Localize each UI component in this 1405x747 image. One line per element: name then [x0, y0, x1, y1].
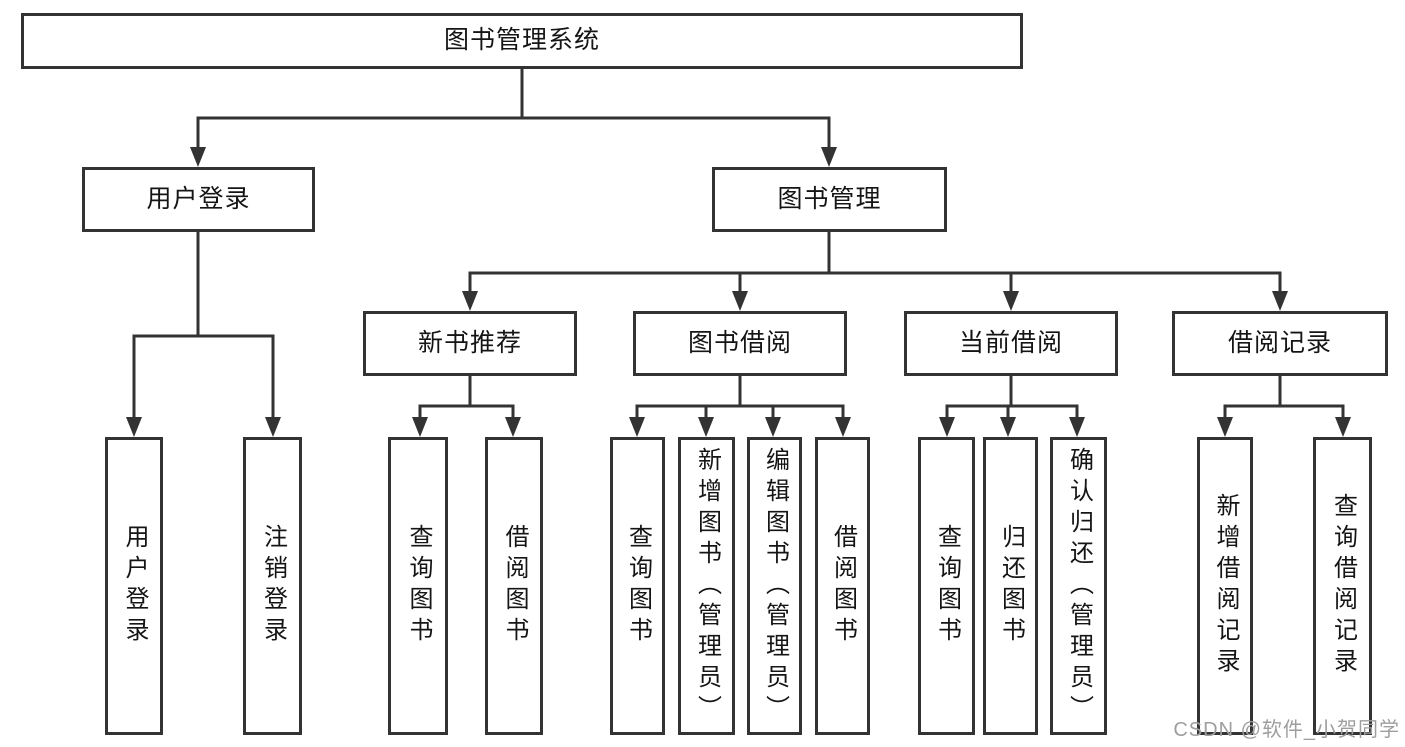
node-label: 查询图书 [624, 524, 652, 648]
leaf-logout: 注销登录 [243, 437, 302, 735]
node-new-book-recommend: 新书推荐 [363, 311, 577, 376]
node-label: 借阅记录 [1227, 328, 1332, 357]
leaf-records-add-record: 新增借阅记录 [1197, 437, 1253, 735]
node-label: 查询图书 [405, 524, 432, 648]
node-label: 新书推荐 [417, 328, 522, 357]
leaf-current-query-book: 查询图书 [918, 437, 975, 735]
node-label: 查询图书 [933, 524, 961, 648]
node-label: 图书借阅 [687, 328, 792, 357]
node-label: 注销登录 [259, 524, 287, 648]
leaf-borrowing-query-book: 查询图书 [610, 437, 665, 735]
leaf-current-return-book: 归还图书 [983, 437, 1038, 735]
leaf-borrowing-add-book-admin: 新增图书（管理员） [678, 437, 735, 735]
leaf-user-login: 用户登录 [105, 437, 163, 735]
node-label: 确认归还（管理员） [1065, 446, 1093, 726]
leaf-recommend-query-book: 查询图书 [388, 437, 448, 735]
node-label: 新增图书（管理员） [693, 446, 721, 726]
node-label: 编辑图书（管理员） [761, 446, 789, 726]
node-label: 查询借阅记录 [1329, 493, 1357, 679]
node-label: 借阅图书 [829, 524, 857, 648]
node-label: 当前借阅 [958, 328, 1063, 357]
node-label: 借阅图书 [501, 524, 528, 648]
node-label: 图书管理 [777, 184, 882, 213]
leaf-borrowing-borrow-book: 借阅图书 [815, 437, 870, 735]
node-borrowing-records: 借阅记录 [1172, 311, 1388, 376]
node-user-login: 用户登录 [82, 167, 315, 232]
arrowheads [126, 147, 1351, 437]
leaf-current-confirm-return-admin: 确认归还（管理员） [1050, 437, 1107, 735]
leaf-recommend-borrow-book: 借阅图书 [485, 437, 543, 735]
node-label: 图书管理系统 [443, 26, 600, 55]
node-label: 用户登录 [121, 524, 148, 648]
node-book-borrowing: 图书借阅 [633, 311, 847, 376]
node-label: 归还图书 [997, 524, 1025, 648]
leaf-borrowing-edit-book-admin: 编辑图书（管理员） [747, 437, 802, 735]
node-label: 新增借阅记录 [1212, 493, 1239, 679]
node-label: 用户登录 [146, 184, 251, 213]
node-book-management: 图书管理 [712, 167, 947, 232]
connector-segments [132, 67, 1345, 425]
node-root-library-system: 图书管理系统 [21, 13, 1023, 69]
watermark-text: CSDN @软件_小贺同学 [1173, 719, 1400, 741]
node-current-borrowing: 当前借阅 [904, 311, 1118, 376]
leaf-records-query-record: 查询借阅记录 [1313, 437, 1372, 735]
